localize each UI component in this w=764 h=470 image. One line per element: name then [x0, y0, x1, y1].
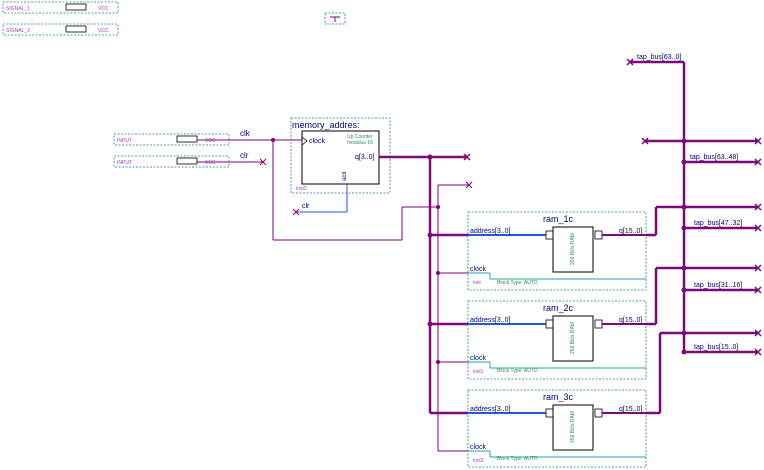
output-register-icon	[594, 408, 603, 418]
gnd-symbol[interactable]	[324, 12, 346, 25]
ram-port-clock: clock	[470, 444, 486, 451]
ram-port-q: q[15..0]	[619, 317, 642, 324]
ram-port-address: address[3..0]	[470, 228, 511, 235]
bus-label-top: tap_bus[63..0]	[637, 54, 681, 61]
input-pin-clr[interactable]: INPUT VCC clr	[113, 151, 267, 168]
ram-title: ram_1c	[543, 214, 574, 224]
pin-io: INPUT	[117, 138, 132, 144]
bus-label-31-16: tap_bus[31..16]	[694, 282, 742, 289]
no-connect-x	[292, 208, 300, 216]
counter-frame	[290, 117, 391, 194]
pin-name: clr	[240, 151, 249, 160]
ram-title: ram_3c	[543, 392, 574, 402]
pin-symbol	[176, 135, 198, 143]
port-aclr: aclr	[342, 171, 348, 181]
ram-core	[552, 226, 594, 273]
pin-symbol	[65, 25, 87, 33]
pin-frame	[2, 23, 119, 36]
ram-port-clock: clock	[470, 355, 486, 362]
ram-block-1[interactable]: ram_1c address[3..0] clock 256 Bit/s RAM…	[467, 211, 647, 291]
ram-core	[552, 315, 594, 362]
counter-body	[301, 130, 380, 185]
clock-edge-icon	[301, 136, 308, 146]
address-register-icon	[545, 408, 554, 418]
pin-name: SIGNAL_2	[6, 28, 30, 34]
ram-core	[552, 404, 594, 451]
ram-inst: inst	[473, 280, 481, 286]
no-connect-x	[465, 181, 473, 189]
ram-block-3[interactable]: ram_3c address[3..0] clock 256 Bit/s RAM…	[467, 389, 647, 468]
ram-inst: inst3	[473, 458, 484, 464]
counter-inst: inst2	[296, 186, 307, 192]
output-register-icon	[594, 230, 603, 240]
top-pin-1[interactable]: SIGNAL_1 VCC	[2, 1, 119, 14]
ram-port-address: address[3..0]	[470, 406, 511, 413]
ram-block-type: Block Type: AUTO	[497, 456, 538, 462]
pin-value: VCC	[98, 28, 109, 34]
ram-frame	[467, 389, 647, 468]
ram-block-2[interactable]: ram_2c address[3..0] clock 256 Bit/s RAM…	[467, 300, 647, 380]
top-pin-2[interactable]: SIGNAL_2 VCC	[2, 23, 119, 36]
port-q: q[3..0]	[355, 154, 375, 161]
counter-title: memory_addres:	[292, 120, 360, 130]
bus-label-63-48: tap_bus[63..48]	[690, 154, 738, 161]
ram-core-label: 256 Bit/s RAM	[570, 411, 576, 443]
counter-param-1: Up Counter	[347, 134, 373, 140]
bus-label-47-32: tap_bus[47..32]	[694, 220, 742, 227]
ram-port-q: q[15..0]	[619, 228, 642, 235]
ram-port-address: address[3..0]	[470, 317, 511, 324]
address-register-icon	[545, 319, 554, 329]
pin-value: VCC	[98, 6, 109, 12]
ram-core-label: 256 Bit/s RAM	[570, 322, 576, 354]
aclr-wire-label: clr	[302, 203, 310, 210]
counter-param-2: modulus 16	[347, 140, 373, 146]
ram-port-q: q[15..0]	[619, 406, 642, 413]
no-connect-x	[463, 153, 471, 161]
ram-block-type: Block Type: AUTO	[497, 368, 538, 374]
pin-name: clk	[240, 129, 251, 138]
port-clock: clock	[309, 138, 325, 145]
ram-block-type: Block Type: AUTO	[497, 280, 538, 286]
input-pin-clk[interactable]: INPUT VCC clk	[113, 129, 273, 146]
ram-title: ram_2c	[543, 303, 574, 313]
counter-block[interactable]: memory_addres: clock Up Counter modulus …	[273, 117, 391, 216]
pin-symbol	[176, 157, 198, 165]
pin-level: VCC	[205, 138, 216, 144]
pin-io: INPUT	[117, 160, 132, 166]
ram-frame	[467, 300, 647, 380]
pin-frame	[2, 1, 119, 14]
pin-symbol	[65, 3, 87, 11]
ram-inst: inst1	[473, 369, 484, 375]
ram-port-clock: clock	[470, 266, 486, 273]
address-register-icon	[545, 230, 554, 240]
ram-core-label: 256 Bit/s RAM	[570, 233, 576, 265]
pin-name: SIGNAL_1	[6, 6, 30, 12]
wiring	[271, 138, 473, 452]
no-connect-x	[259, 158, 267, 166]
bus-label-15-0: tap_bus[15..0]	[694, 344, 738, 351]
output-register-icon	[594, 319, 603, 329]
pin-level: VCC	[205, 160, 216, 166]
output-bus	[626, 58, 762, 415]
ram-frame	[467, 211, 647, 291]
